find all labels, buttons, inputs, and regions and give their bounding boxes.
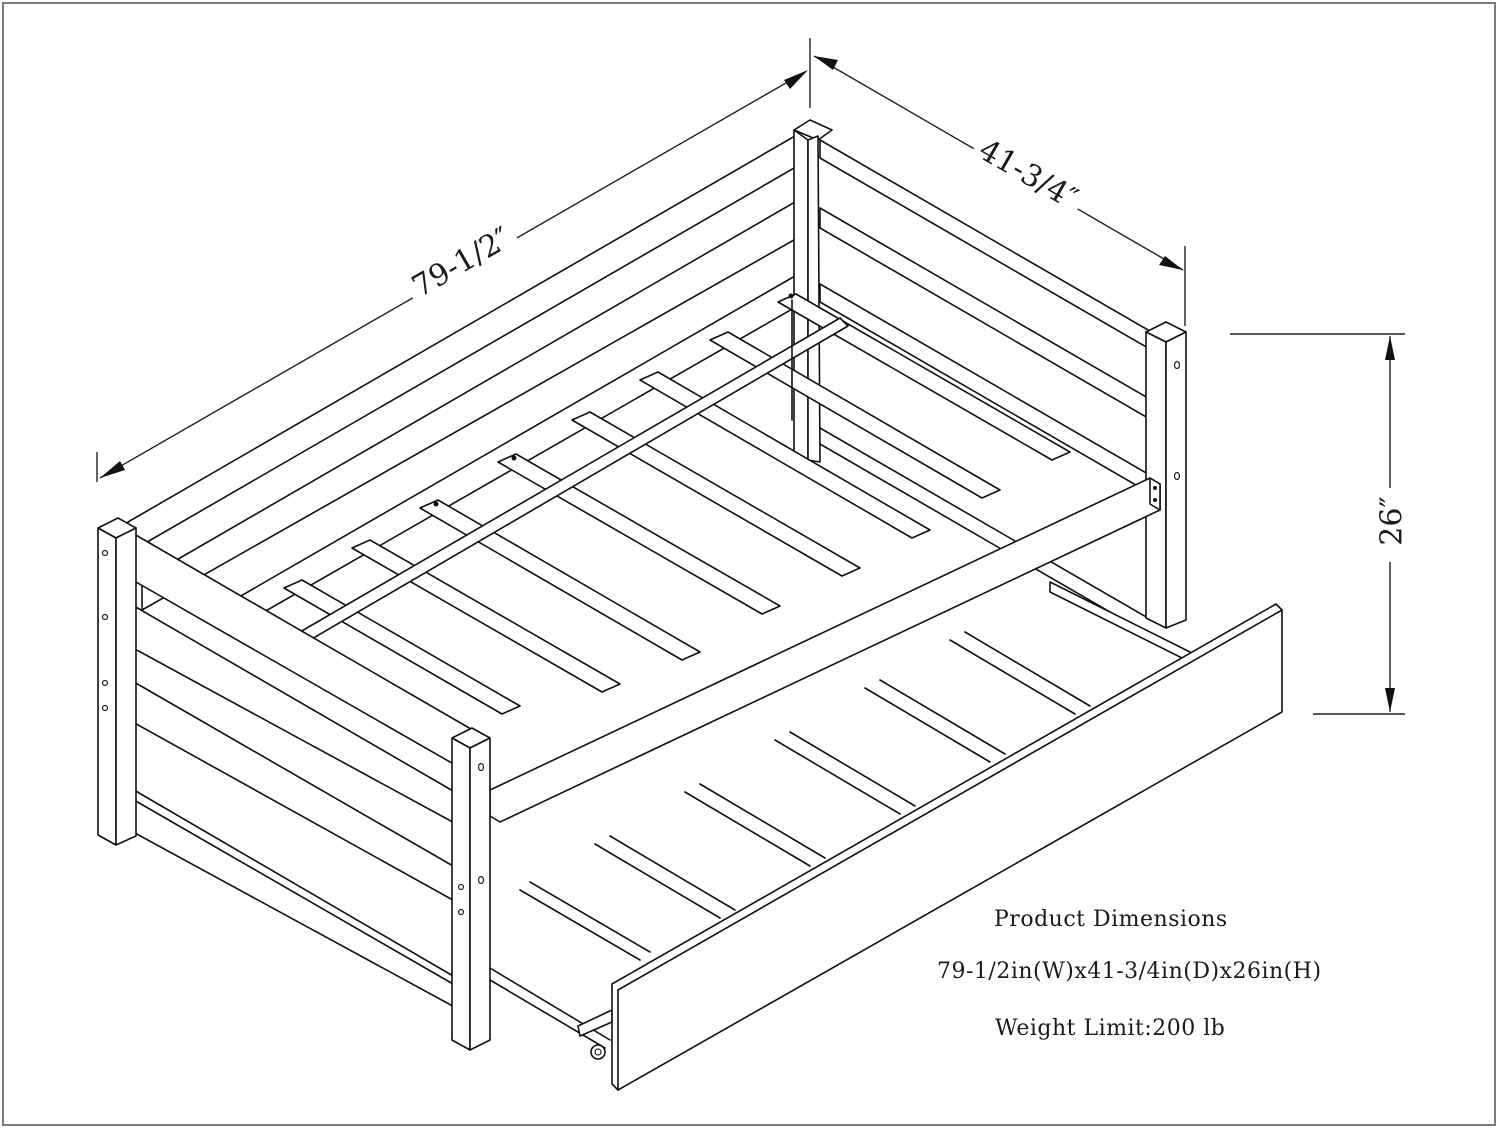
trundle — [489, 581, 1283, 1091]
back-rail-panel — [127, 135, 809, 621]
right-front-post — [1145, 321, 1187, 629]
depth-dimension-line — [813, 55, 1186, 326]
height-dimension-line — [1230, 333, 1405, 715]
product-dimensions-title: Product Dimensions — [994, 907, 1228, 932]
height-dimension-label: 26″ — [1375, 490, 1410, 552]
left-end-panel — [121, 533, 491, 1011]
right-end-panel — [819, 139, 1149, 635]
weight-limit-text: Weight Limit:200 lb — [995, 1016, 1226, 1041]
product-dimensions-values: 79-1/2in(W)x41-3/4in(D)x26in(H) — [937, 959, 1322, 984]
left-back-post — [97, 517, 137, 846]
left-front-post — [451, 727, 491, 1051]
